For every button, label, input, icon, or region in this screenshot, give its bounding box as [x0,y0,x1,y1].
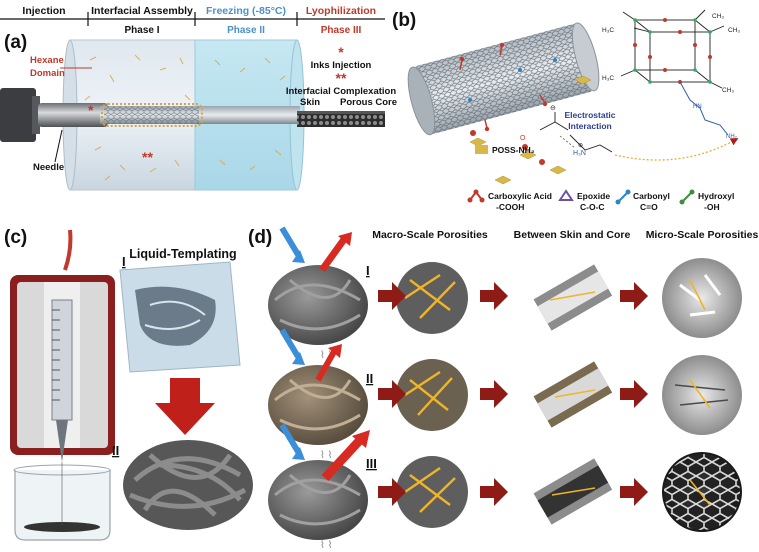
carboxylic-acid-name: Carboxylic Acid [488,191,552,201]
carbonyl-name: Carbonyl [633,191,670,201]
svg-text:O: O [520,135,526,142]
flow-arrows [378,282,648,506]
row-3-label: III [366,456,377,471]
carbonyl-formula: C=O [640,202,658,212]
phase-2-label: Phase II [227,25,265,36]
panel-b-letter: (b) [392,10,416,31]
micro-spheres [662,258,742,532]
svg-text:CH₃: CH₃ [712,13,724,20]
legend-hydroxyl: Hydroxyl -OH [679,189,734,212]
hydroxyl-name: Hydroxyl [698,191,734,201]
panel-a: Injection Interfacial Assembly Phase I F… [0,5,397,191]
macro-spheres [396,262,468,528]
legend-carbonyl: Carbonyl C=O [615,189,670,212]
svg-text:⊖: ⊖ [550,105,556,112]
skin-label: Skin [300,97,320,108]
phase-interfacial-assembly: Interfacial Assembly [91,5,193,17]
electrostatic-label-line1: Electrostatic [564,110,615,120]
legend-inks-injection: Inks Injection [311,60,372,71]
row-1: ⌇ ⌇ I [268,226,370,361]
poss-nh2-label: POSS-NH₂ [492,145,535,155]
legend-carboxylic-acid: Carboxylic Acid -COOH [467,189,552,212]
legend-interfacial-complexation: Interfacial Complexation [286,86,397,97]
phase-1-label: Phase I [124,25,159,36]
porous-core-label: Porous Core [340,97,397,108]
svg-text:⌇ ⌇: ⌇ ⌇ [320,450,333,461]
panel-c: (c) Liquid-Templating I [4,227,253,541]
templating-label-1: I [122,254,126,269]
panel-d: (d) Macro-Scale Porosities Between Skin … [248,226,759,551]
svg-text:NH₂: NH₂ [726,134,738,140]
row-2-label: II [366,371,373,386]
column-skin-core: Between Skin and Core [514,229,631,241]
column-micro-scale: Micro-Scale Porosities [646,229,759,241]
legend-epoxide: Epoxide C-O-C [558,189,610,212]
svg-text:H₃N: H₃N [573,150,586,157]
legend-star-1: * [338,44,344,60]
svg-text:H₃C: H₃C [602,75,614,82]
svg-text:CH₃: CH₃ [728,27,740,34]
panel-d-letter: (d) [248,227,272,248]
needle-label: Needle [33,162,64,173]
svg-text:HN: HN [693,104,702,110]
legend-star-2: ** [336,70,347,86]
row-1-label: I [366,263,370,278]
skin-core-cylinders [533,264,613,525]
svg-text:⊕: ⊕ [578,143,583,149]
epoxide-name: Epoxide [577,191,610,201]
hexane-domain-label-line2: Domain [30,68,65,79]
hydroxyl-formula: -OH [704,202,720,212]
panel-c-letter: (c) [4,227,27,248]
phase-3-label: Phase III [321,25,362,36]
epoxide-formula: C-O-C [580,202,605,212]
liquid-templating-title: Liquid-Templating [129,247,236,261]
row-3: ⌇ ⌇ III [268,423,377,551]
templating-label-2: II [112,443,119,458]
svg-text:⌇ ⌇: ⌇ ⌇ [320,350,333,361]
star-interfacial-complexation: ** [142,149,153,165]
panel-a-letter: (a) [4,32,27,53]
electrostatic-label-line2: Interaction [568,121,611,131]
svg-text:H₃C: H₃C [602,27,614,34]
column-macro-scale: Macro-Scale Porosities [372,229,488,241]
phase-freezing: Freezing (-85°C) [206,5,286,17]
phase-injection: Injection [22,5,65,17]
row-2: ⌇ ⌇ II [268,328,373,461]
phase-lyophilization: Lyophilization [306,5,376,17]
carboxylic-acid-formula: -COOH [496,202,524,212]
hexane-domain-label-line1: Hexane [30,55,64,66]
panel-b: (b) [392,9,740,212]
star-inks-injection: * [88,102,94,118]
svg-text:⌇ ⌇: ⌇ ⌇ [320,540,333,551]
svg-text:CH₃: CH₃ [722,87,734,94]
